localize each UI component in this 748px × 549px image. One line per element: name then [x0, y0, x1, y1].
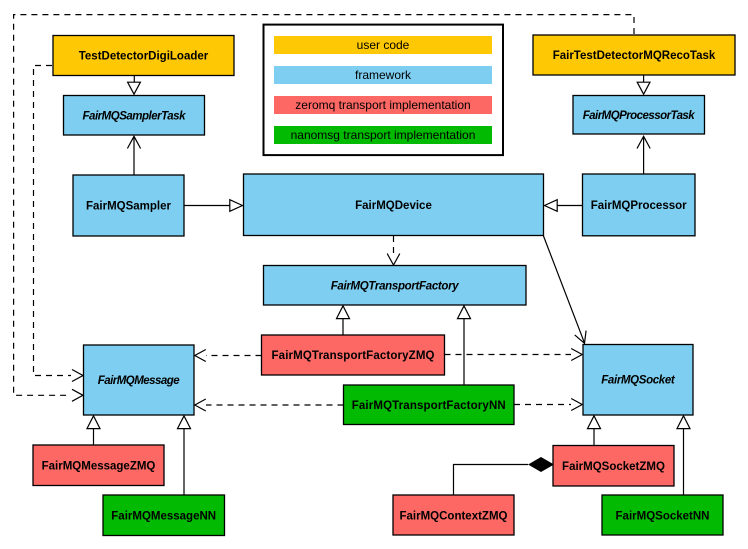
svg-text:zeromq transport implementatio: zeromq transport implementation — [295, 98, 470, 112]
svg-text:user code: user code — [357, 38, 410, 52]
svg-text:FairMQTransportFactoryNN: FairMQTransportFactoryNN — [352, 400, 506, 412]
svg-text:nanomsg transport implementati: nanomsg transport implementation — [291, 128, 476, 142]
svg-text:FairMQMessageNN: FairMQMessageNN — [111, 511, 216, 523]
svg-text:FairMQSampler: FairMQSampler — [86, 201, 172, 213]
svg-text:FairMQMessage: FairMQMessage — [98, 375, 181, 387]
svg-text:TestDetectorDigiLoader: TestDetectorDigiLoader — [79, 51, 209, 63]
svg-text:FairMQSocket: FairMQSocket — [601, 375, 676, 387]
svg-text:FairTestDetectorMQRecoTask: FairTestDetectorMQRecoTask — [553, 50, 716, 62]
svg-text:FairMQSocketNN: FairMQSocketNN — [616, 511, 710, 523]
svg-text:FairMQSamplerTask: FairMQSamplerTask — [83, 111, 187, 123]
svg-text:FairMQProcessor: FairMQProcessor — [591, 200, 687, 212]
svg-text:FairMQTransportFactory: FairMQTransportFactory — [331, 281, 460, 293]
svg-text:FairMQMessageZMQ: FairMQMessageZMQ — [42, 461, 156, 473]
svg-text:FairMQTransportFactoryZMQ: FairMQTransportFactoryZMQ — [272, 350, 435, 362]
svg-text:FairMQContextZMQ: FairMQContextZMQ — [400, 511, 508, 523]
svg-text:FairMQProcessorTask: FairMQProcessorTask — [583, 110, 696, 122]
svg-text:FairMQDevice: FairMQDevice — [355, 200, 432, 212]
svg-text:framework: framework — [355, 68, 412, 82]
svg-text:FairMQSocketZMQ: FairMQSocketZMQ — [562, 461, 665, 473]
